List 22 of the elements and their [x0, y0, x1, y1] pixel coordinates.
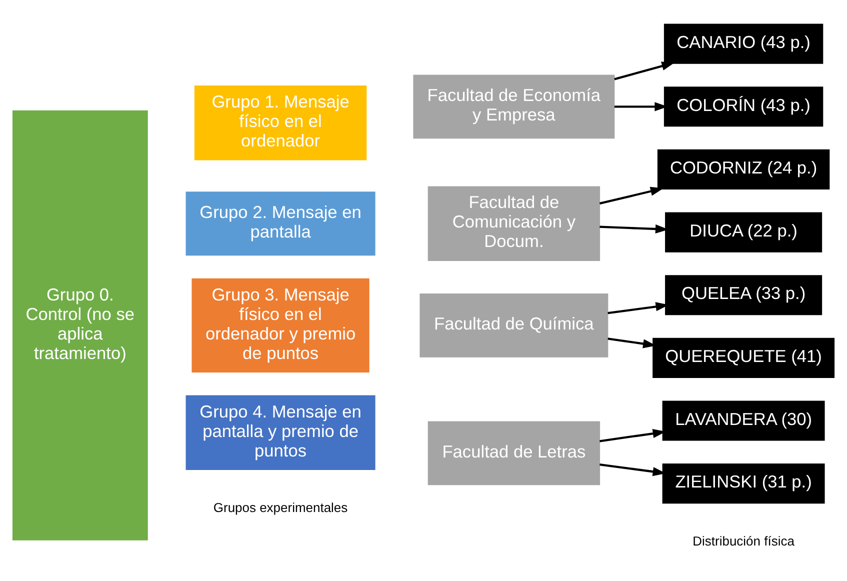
node-box: Grupo 3. Mensaje físico en el ordenador y premio de puntos — [192, 278, 370, 373]
node-box: QUELEA (33 p.) — [665, 275, 822, 316]
node-box: Facultad de Química — [420, 293, 608, 358]
node-box: Grupo 4. Mensaje en pantalla y premio de puntos — [186, 395, 376, 470]
node-box: COLORÍN (43 p.) — [664, 86, 824, 127]
node-box: ZIELINSKI (31 p.) — [662, 464, 825, 504]
node-box: LAVANDERA (30) — [662, 400, 825, 441]
node-box: Grupo 0. Control (no se aplica tratamiento) — [12, 110, 148, 540]
node-box: Facultad de Economía y Empresa — [413, 74, 615, 139]
node-box: Grupo 2. Mensaje en pantalla — [186, 192, 376, 256]
node-box: Grupo 1. Mensaje físico en el ordenador — [194, 86, 367, 160]
label: Grupos experimentales — [213, 500, 348, 515]
arrow — [599, 186, 664, 204]
arrow — [600, 224, 668, 234]
arrow — [614, 62, 675, 80]
node-box: DIUCA (22 p.) — [665, 212, 822, 252]
label: Distribución física — [692, 533, 794, 548]
node-box: Facultad de Letras — [428, 421, 600, 486]
node-box: CANARIO (43 p.) — [664, 24, 824, 64]
node-box: CODORNIZ (24 p.) — [657, 149, 830, 190]
node-box: QUEREQUETE (41) — [652, 338, 835, 378]
node-box: Facultad de Comunicación y Docum. — [428, 186, 600, 261]
